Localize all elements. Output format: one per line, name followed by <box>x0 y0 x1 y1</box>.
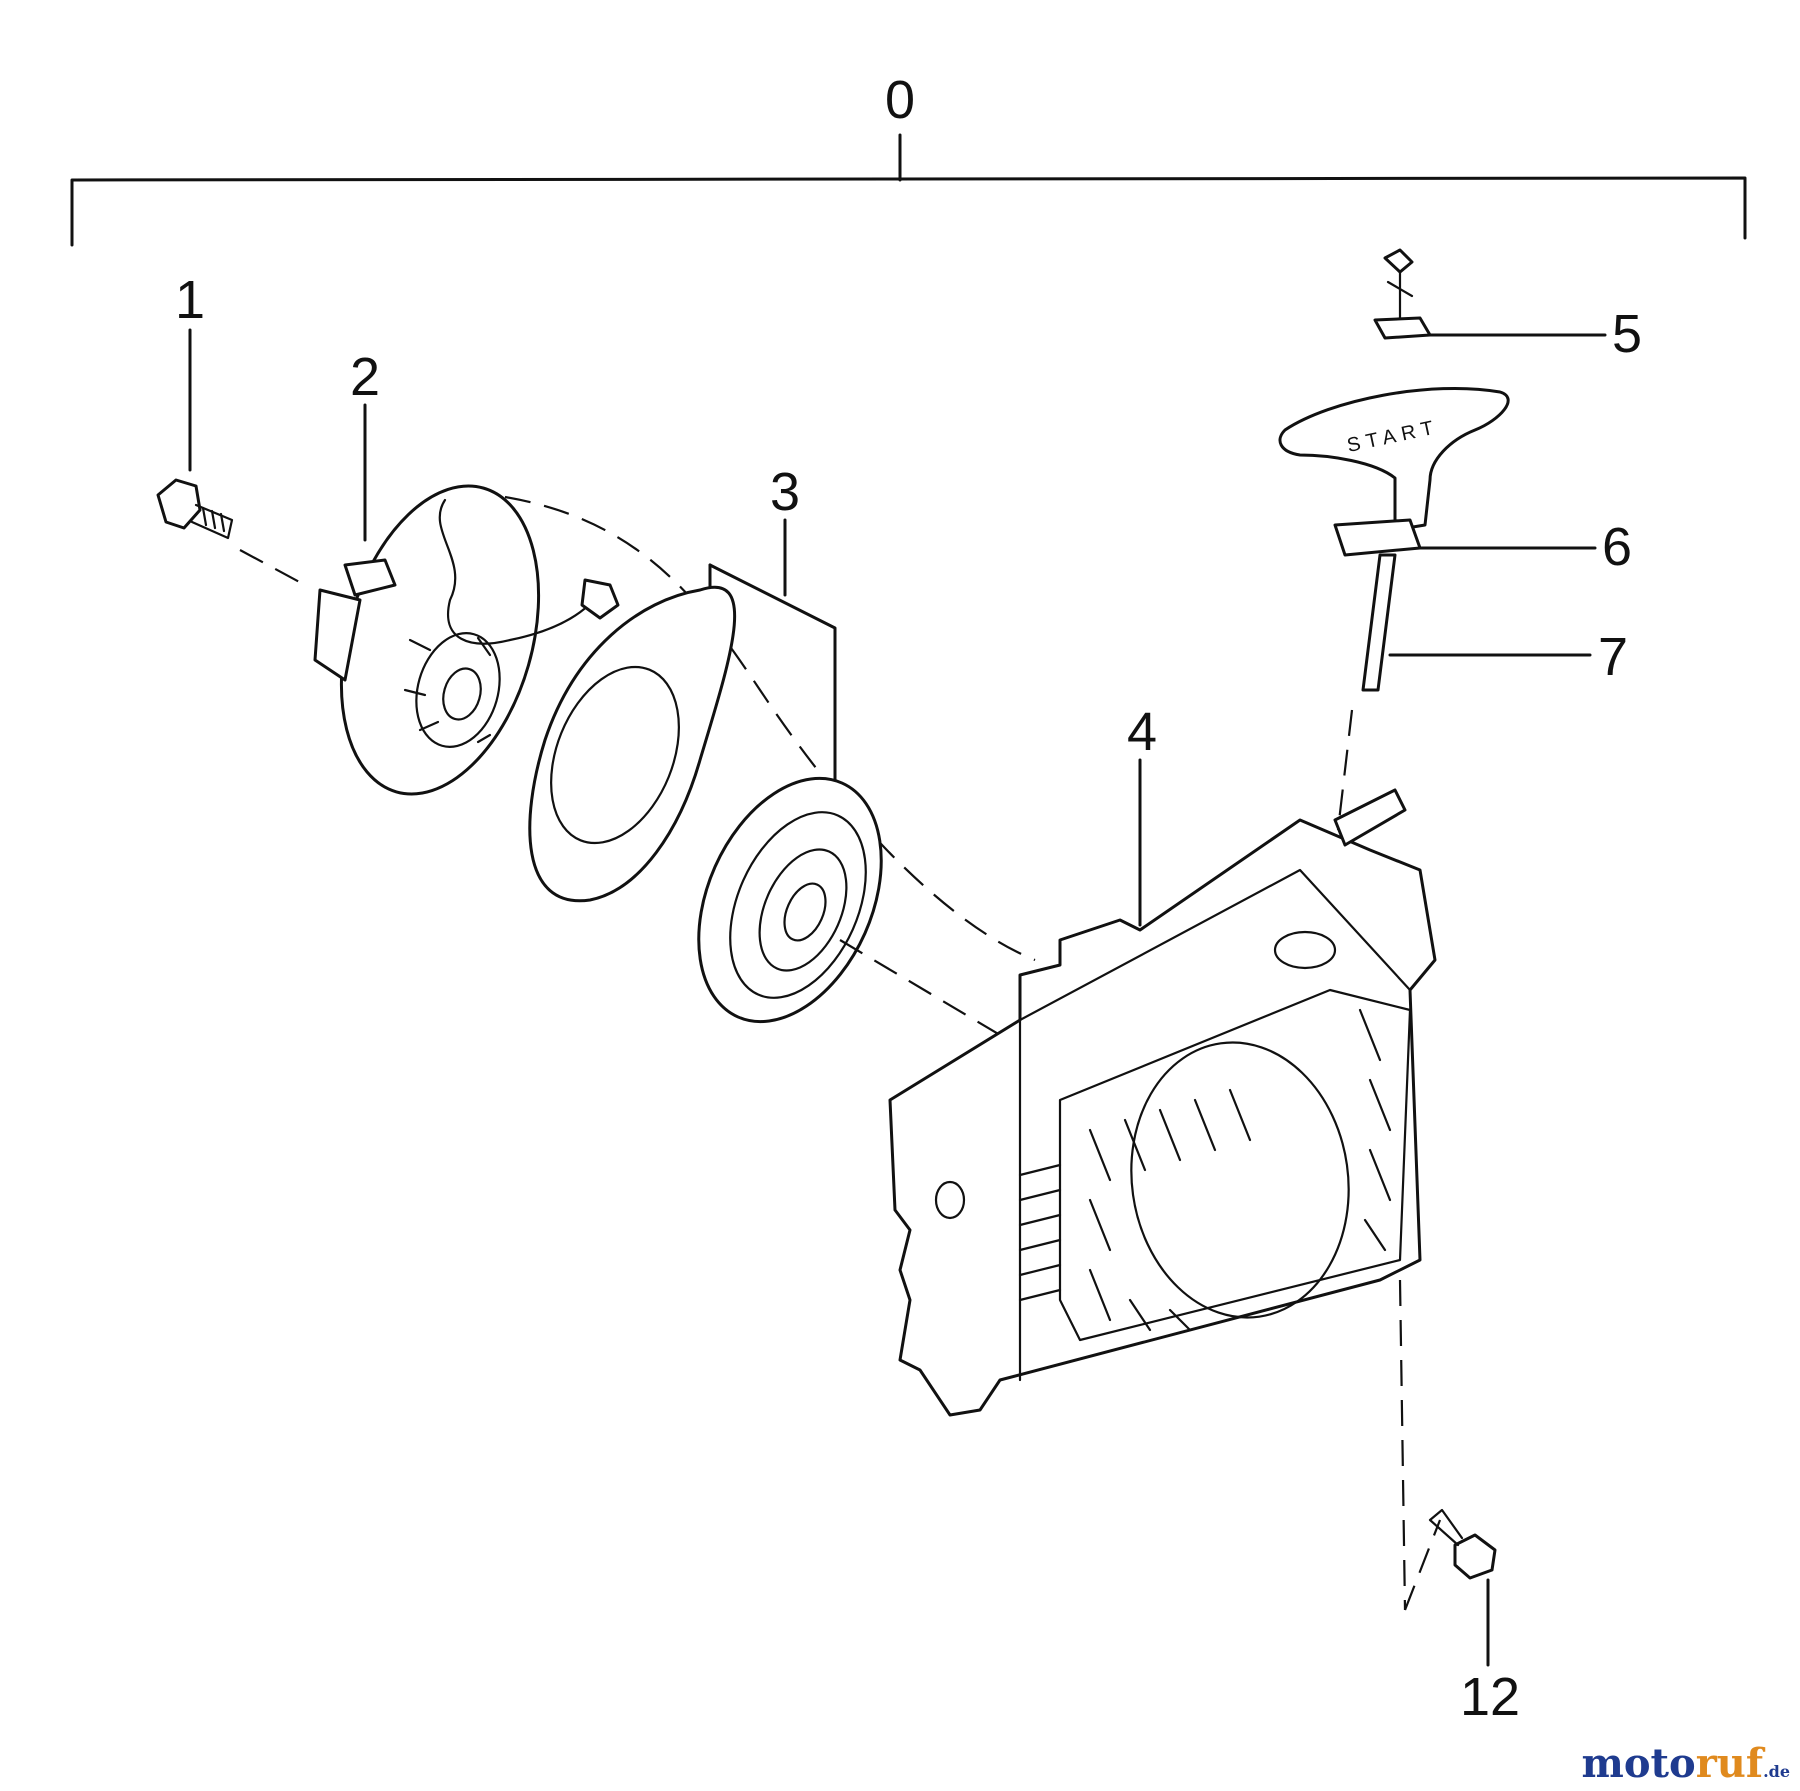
callout-2: 2 <box>350 347 380 407</box>
callout-labels: 0 1 2 3 4 5 6 7 12 <box>175 70 1642 1727</box>
callout-4: 4 <box>1127 702 1157 762</box>
part-spring-3 <box>528 518 1001 1036</box>
part-housing-4 <box>888 758 1437 1611</box>
part-pulley-2 <box>313 403 620 796</box>
callout-7: 7 <box>1598 627 1628 687</box>
assembly-bracket <box>70 133 1747 247</box>
watermark-logo: motoruf.de <box>1581 1740 1790 1787</box>
part-clip-5 <box>1373 248 1607 340</box>
part-handle-6: START <box>1278 386 1597 557</box>
part-rope-7 <box>1336 553 1592 831</box>
part-bolt-1 <box>156 328 306 586</box>
part-screw-12 <box>1403 1508 1497 1667</box>
callout-6: 6 <box>1602 517 1632 577</box>
callout-3: 3 <box>770 462 800 522</box>
callout-12: 12 <box>1460 1667 1520 1727</box>
callout-0: 0 <box>885 70 915 130</box>
callout-5: 5 <box>1612 304 1642 364</box>
callout-1: 1 <box>175 270 205 330</box>
